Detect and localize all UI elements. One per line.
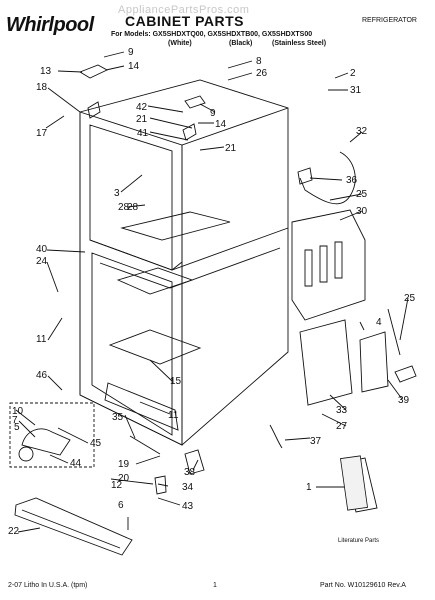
callout-32: 32 — [356, 126, 368, 137]
callout-4: 4 — [376, 317, 382, 328]
callout-22: 22 — [8, 526, 20, 537]
callout-1: 1 — [306, 482, 312, 493]
callout-35: 35 — [112, 412, 124, 423]
callout-46: 46 — [36, 370, 48, 381]
callout-12: 12 — [111, 480, 123, 491]
callout-21: 21 — [136, 114, 148, 125]
callout-2: 2 — [350, 68, 356, 79]
callout-14: 14 — [215, 119, 227, 130]
callout-38: 38 — [184, 467, 196, 478]
machine-cover — [299, 319, 353, 406]
callout-13: 13 — [40, 66, 52, 77]
page-title: CABINET PARTS — [125, 13, 245, 29]
callout-39: 39 — [398, 395, 410, 406]
callout-9: 9 — [128, 47, 134, 58]
finish-white: (White) — [168, 40, 192, 47]
callout-15: 15 — [170, 376, 182, 387]
callout-28: 28 — [118, 202, 130, 213]
finish-black: (Black) — [229, 40, 253, 47]
callout-42: 42 — [136, 102, 148, 113]
callout-17: 17 — [36, 128, 48, 139]
callout-44: 44 — [70, 458, 82, 469]
brand-logo: Whirlpool — [6, 14, 94, 36]
callout-20: 20 — [118, 473, 130, 484]
literature-label: Literature Parts — [338, 538, 379, 544]
callout-25: 25 — [356, 189, 368, 200]
callout-7: 7 — [12, 415, 18, 426]
callout-25: 25 — [404, 293, 416, 304]
category-label: REFRIGERATOR — [362, 17, 417, 24]
callout-24: 24 — [36, 256, 48, 267]
callout-21: 21 — [225, 143, 237, 154]
literature-booklet-face — [340, 455, 368, 511]
cabinet-front-left — [79, 112, 183, 446]
footer-part-number: Part No. W10129610 Rev.A — [320, 582, 406, 589]
callout-28: 28 — [127, 202, 139, 213]
callout-19: 19 — [118, 459, 130, 470]
hinge-top-left — [78, 64, 108, 79]
callout-14: 14 — [128, 61, 140, 72]
callout-18: 18 — [36, 82, 48, 93]
base-grille — [14, 497, 133, 556]
back-panel — [291, 209, 366, 321]
footer-page-number: 1 — [213, 582, 217, 589]
callout-40: 40 — [36, 244, 48, 255]
models-line: For Models: GX5SHDXTQ00, GX5SHDXTB00, GX… — [111, 31, 313, 38]
footer-litho: 2-07 Litho In U.S.A. (tpm) — [8, 582, 88, 589]
finish-stainless: (Stainless Steel) — [272, 40, 327, 47]
callout-27: 27 — [336, 421, 348, 432]
callout-3: 3 — [114, 188, 120, 199]
callout-36: 36 — [346, 175, 358, 186]
callout-11: 11 — [168, 410, 179, 421]
callout-10: 10 — [12, 406, 24, 417]
roller-inset — [9, 402, 95, 468]
callout-31: 31 — [350, 85, 362, 96]
callout-8: 8 — [256, 56, 262, 67]
callout-34: 34 — [182, 482, 194, 493]
hinge-top-right — [184, 95, 206, 109]
drain-tube — [269, 424, 283, 449]
callout-9: 9 — [210, 108, 216, 119]
callout-6: 6 — [118, 500, 124, 511]
cover-bracket — [359, 331, 389, 393]
callout-11: 11 — [36, 334, 47, 345]
callout-30: 30 — [356, 206, 368, 217]
callout-5: 5 — [14, 422, 20, 433]
callout-41: 41 — [137, 128, 149, 139]
watermark: AppliancePartsPros.com — [118, 4, 250, 16]
callout-45: 45 — [90, 438, 102, 449]
callout-26: 26 — [256, 68, 268, 79]
callout-43: 43 — [182, 501, 194, 512]
callout-37: 37 — [310, 436, 322, 447]
callout-33: 33 — [336, 405, 348, 416]
